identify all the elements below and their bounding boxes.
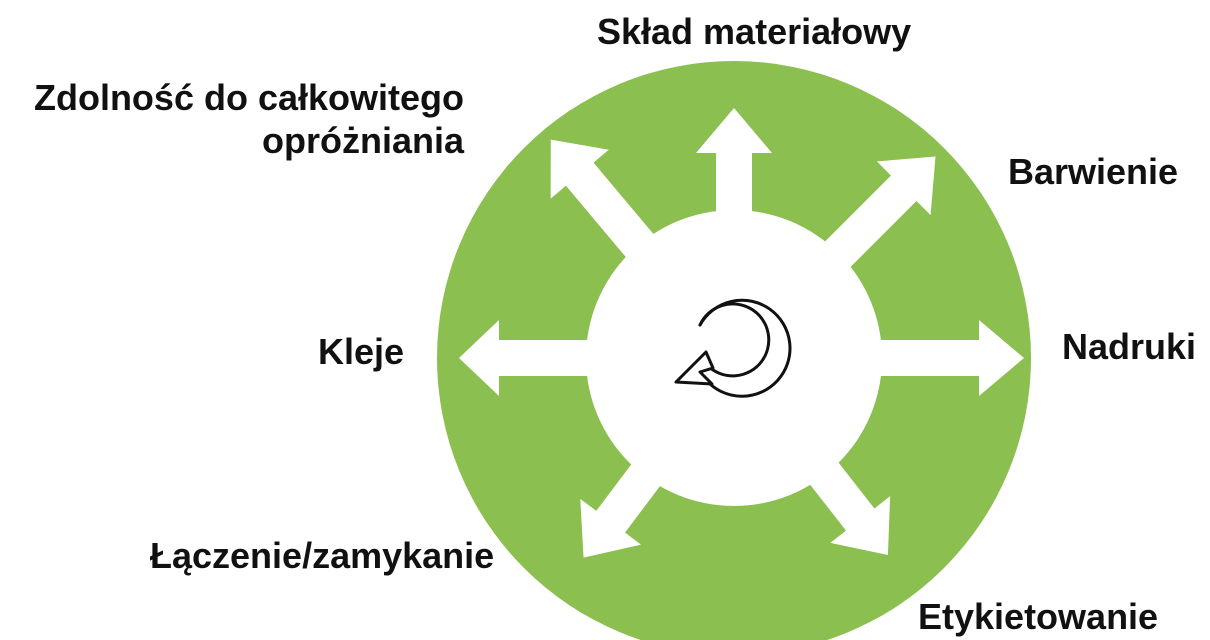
label-kleje: Kleje bbox=[317, 331, 404, 372]
arrow-up-right bbox=[799, 156, 936, 293]
arrow-down-right bbox=[787, 433, 891, 556]
arrow-right bbox=[844, 320, 1024, 396]
arrow-down-left bbox=[580, 435, 683, 558]
center-circle bbox=[586, 210, 882, 506]
label-sklad-materialowy: Skład materiałowy bbox=[597, 11, 912, 52]
label-nadruki: Nadruki bbox=[1062, 326, 1197, 367]
label-zdolnosc-line1: Zdolność do całkowitego bbox=[33, 77, 464, 118]
label-zdolnosc-line2: opróżniania bbox=[261, 120, 464, 162]
arrow-left bbox=[459, 320, 624, 396]
circular-arrow-icon bbox=[674, 298, 792, 398]
arrow-up bbox=[696, 108, 772, 248]
label-etykietowanie: Etykietowanie bbox=[918, 596, 1159, 637]
label-laczenie-zamykanie: Łączenie/zamykanie bbox=[150, 535, 495, 576]
label-barwienie: Barwienie bbox=[1008, 151, 1179, 192]
arrow-up-left bbox=[550, 139, 678, 286]
label-zdolnosc-do-oprozniania: Zdolność do całkowitego opróżniania bbox=[34, 76, 464, 162]
